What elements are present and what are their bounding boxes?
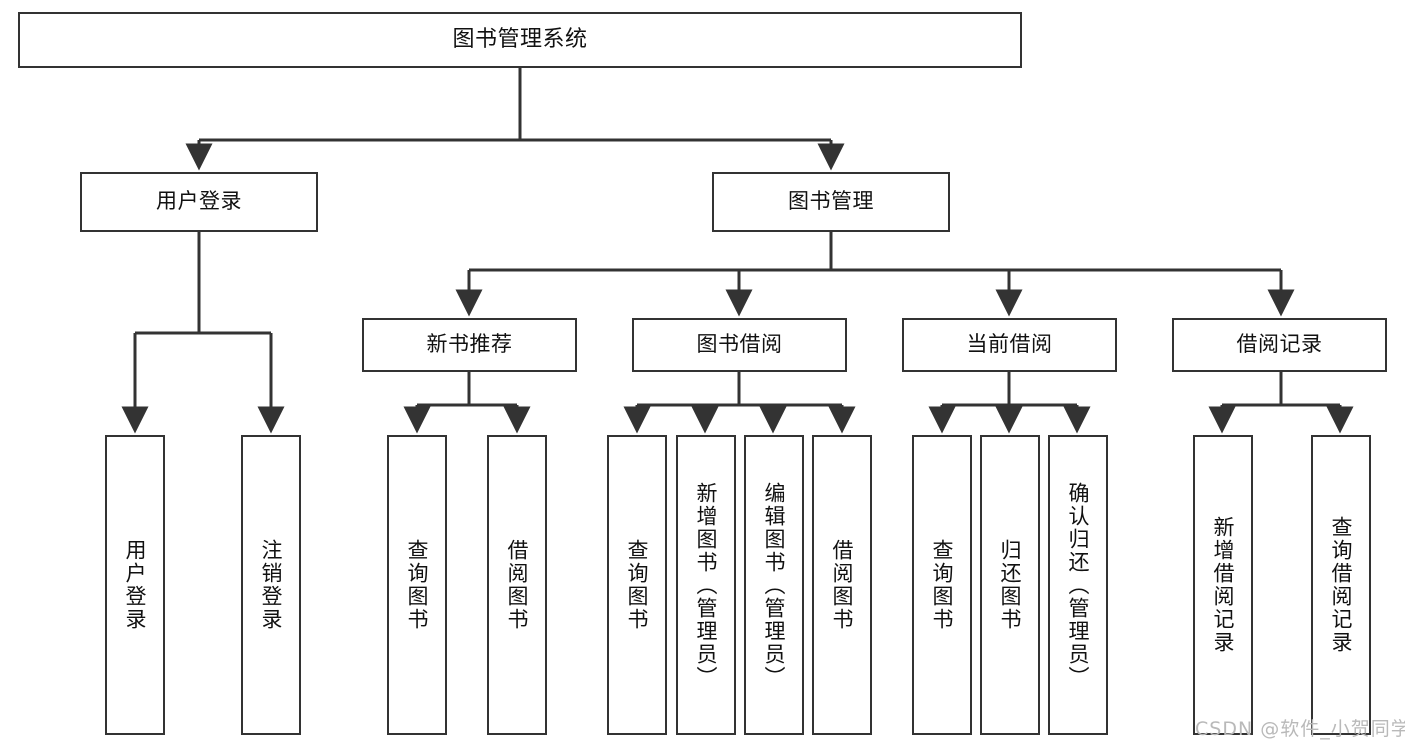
node-leaf-query-borrow-record[interactable]: 查询借阅记录: [1311, 435, 1371, 735]
node-label: 新增图书（管理员）: [694, 481, 719, 689]
node-label: 归还图书: [998, 539, 1023, 631]
node-label: 查询图书: [930, 539, 955, 631]
node-label: 确认归还（管理员）: [1066, 481, 1091, 689]
node-label: 借阅记录: [1236, 332, 1323, 357]
node-leaf-return-book[interactable]: 归还图书: [980, 435, 1040, 735]
node-leaf-user-login[interactable]: 用户登录: [105, 435, 165, 735]
node-label: 用户登录: [156, 189, 242, 214]
node-label: 查询图书: [405, 539, 430, 631]
node-leaf-borrow-book[interactable]: 借阅图书: [812, 435, 872, 735]
node-leaf-add-book[interactable]: 新增图书（管理员）: [676, 435, 736, 735]
node-label: 注销登录: [259, 539, 284, 631]
node-leaf-query-book-recommend[interactable]: 查询图书: [387, 435, 447, 735]
node-book-management-system[interactable]: 图书管理系统: [18, 12, 1022, 68]
node-leaf-user-logout[interactable]: 注销登录: [241, 435, 301, 735]
node-label: 用户登录: [123, 539, 148, 631]
node-borrow-record[interactable]: 借阅记录: [1172, 318, 1387, 372]
node-leaf-query-book-current[interactable]: 查询图书: [912, 435, 972, 735]
node-book-management[interactable]: 图书管理: [712, 172, 950, 232]
node-current-borrow[interactable]: 当前借阅: [902, 318, 1117, 372]
node-label: 新书推荐: [426, 332, 513, 357]
node-label: 图书借阅: [696, 332, 783, 357]
node-book-borrow[interactable]: 图书借阅: [632, 318, 847, 372]
node-leaf-edit-book[interactable]: 编辑图书（管理员）: [744, 435, 804, 735]
node-label: 编辑图书（管理员）: [762, 481, 787, 689]
node-label: 新增借阅记录: [1211, 516, 1236, 654]
node-leaf-add-borrow-record[interactable]: 新增借阅记录: [1193, 435, 1253, 735]
node-new-book-recommend[interactable]: 新书推荐: [362, 318, 577, 372]
node-label: 查询图书: [625, 539, 650, 631]
node-leaf-borrow-book-recommend[interactable]: 借阅图书: [487, 435, 547, 735]
node-label: 查询借阅记录: [1329, 516, 1354, 654]
node-user-login[interactable]: 用户登录: [80, 172, 318, 232]
node-label: 借阅图书: [830, 539, 855, 631]
watermark: CSDN @软件_小贺同学: [1195, 718, 1405, 740]
node-label: 图书管理: [788, 189, 874, 214]
node-leaf-query-book-borrow[interactable]: 查询图书: [607, 435, 667, 735]
node-label: 借阅图书: [505, 539, 530, 631]
node-label: 当前借阅: [966, 332, 1053, 357]
node-leaf-confirm-return[interactable]: 确认归还（管理员）: [1048, 435, 1108, 735]
node-label: 图书管理系统: [452, 26, 588, 52]
